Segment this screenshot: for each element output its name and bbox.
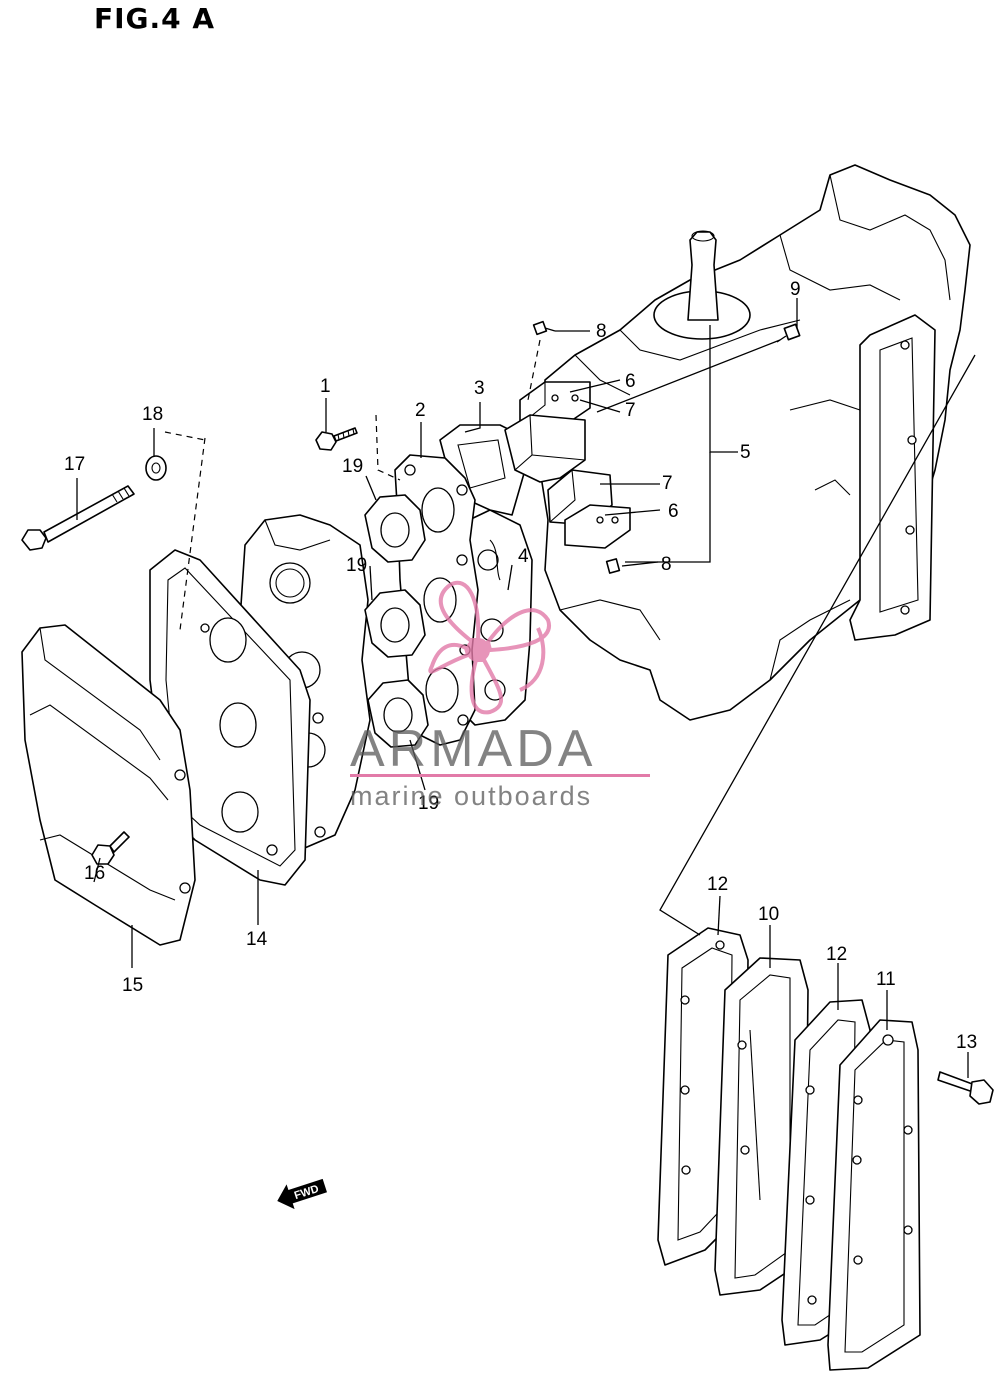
callout-6-upper: 6 [625, 371, 636, 392]
reed-block-upper [504, 381, 591, 483]
leader-lines [76, 298, 976, 1078]
watermark-brand: ARMADA [350, 720, 596, 778]
watermark: ARMADA marine outboards [350, 581, 650, 811]
callout-11: 11 [876, 969, 896, 990]
callout-19-bottom: 19 [418, 793, 439, 814]
engine-block [539, 164, 971, 721]
callout-19-top: 19 [342, 456, 363, 477]
figure-title: FIG.4 A [94, 2, 216, 35]
callout-6-lower: 6 [668, 501, 679, 522]
reed-block-lower [547, 469, 631, 549]
callout-8-lower: 8 [661, 554, 672, 575]
callout-17: 17 [64, 454, 85, 475]
bolt-17 [21, 485, 135, 551]
watermark-rule [350, 774, 650, 777]
callout-15: 15 [122, 975, 143, 996]
callout-16: 16 [84, 863, 105, 884]
callout-12-front: 12 [707, 874, 728, 895]
callout-3: 3 [474, 378, 485, 399]
alignment-guides [164, 339, 541, 631]
callout-10: 10 [758, 904, 779, 925]
washer-18 [145, 455, 167, 481]
callout-14: 14 [246, 929, 268, 950]
callout-1: 1 [320, 376, 331, 397]
bolt-13 [937, 1071, 994, 1105]
callout-labels: 1 2 3 4 5 6 6 7 7 8 8 9 10 11 12 12 13 1… [64, 279, 977, 1053]
fwd-label: FWD [293, 1183, 321, 1202]
bolt-1 [315, 427, 358, 451]
callout-18: 18 [142, 404, 163, 425]
callout-13: 13 [956, 1032, 977, 1053]
bolt-8-lower [605, 558, 621, 574]
callout-2: 2 [415, 400, 426, 421]
callout-19-middle: 19 [346, 555, 367, 576]
exhaust-plate-11 [827, 1019, 921, 1371]
bolt-16 [91, 831, 130, 865]
callout-7-upper: 7 [625, 400, 636, 421]
callout-5: 5 [740, 442, 751, 463]
callout-7-lower: 7 [662, 473, 673, 494]
propeller-logo-icon [428, 581, 551, 715]
callout-9: 9 [790, 279, 801, 300]
fwd-arrow-icon: FWD [277, 1178, 327, 1210]
bolt-8-upper [532, 320, 556, 336]
carburetor-gaskets [364, 494, 429, 748]
callout-12-rear: 12 [826, 944, 847, 965]
callout-8-upper: 8 [596, 321, 607, 342]
intake-cover [21, 624, 196, 946]
watermark-tagline: marine outboards [350, 781, 592, 811]
callout-4: 4 [518, 546, 529, 567]
